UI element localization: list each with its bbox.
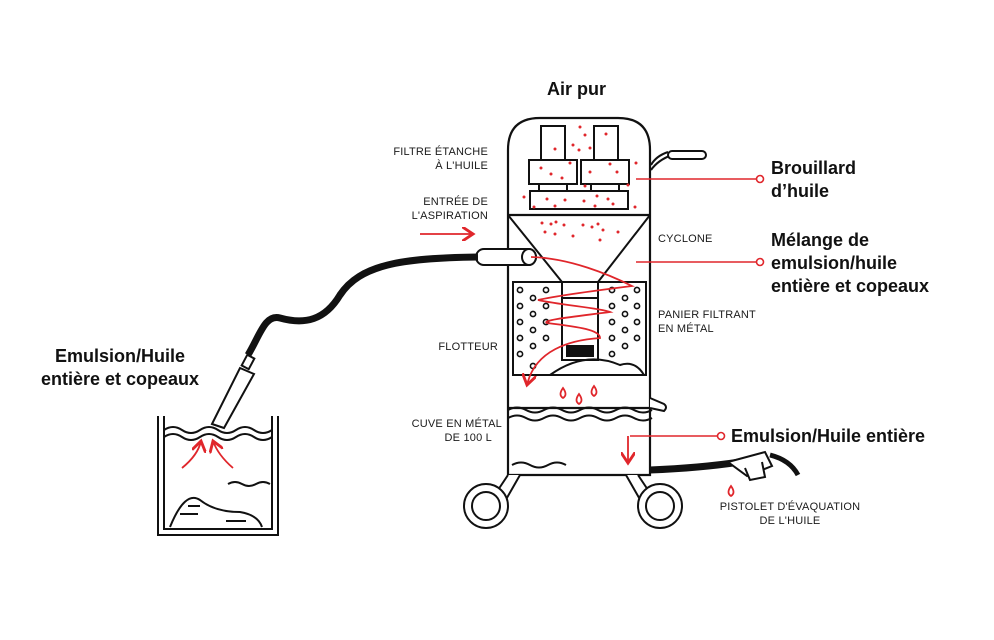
callout-circle-icon	[755, 257, 765, 267]
label-filtre-line1: FILTRE ÉTANCHE	[393, 146, 488, 158]
callout-source-line1: Emulsion/Huile	[54, 346, 186, 366]
callout-source-line2: entière et copeaux	[40, 369, 200, 389]
suction-hose	[244, 253, 479, 357]
callout-emulsion-entiere: Emulsion/Huile entière	[731, 426, 926, 446]
suction-wand	[210, 353, 256, 430]
oil-droplet-icon	[559, 384, 735, 498]
label-filtre-line2: À L'HUILE	[435, 160, 488, 172]
machine-handle	[649, 397, 667, 413]
callout-melange-line1: Mélange de	[771, 230, 870, 250]
oil-discharge-gun	[649, 450, 801, 482]
callout-melange-line2: emulsion/huile	[771, 253, 898, 273]
label-panier-line2: EN MÉTAL	[658, 323, 714, 335]
callout-circle-icon	[755, 174, 765, 184]
power-cable	[650, 150, 707, 171]
label-pistolet-line2: DE L'HUILE	[759, 515, 821, 527]
label-cyclone: CYCLONE	[658, 233, 713, 245]
callout-circle-icon	[716, 431, 726, 441]
label-cuve-line1: CUVE EN MÉTAL	[411, 418, 502, 430]
callout-leaders	[630, 174, 765, 441]
source-bucket	[157, 416, 279, 536]
callout-melange-line3: entière et copeaux	[771, 276, 930, 296]
intake-nozzle	[475, 248, 537, 266]
machine-wheels	[463, 474, 683, 529]
label-pistolet-line1: PISTOLET D'ÉVAQUATION	[719, 501, 861, 513]
air-pur-title: Air pur	[547, 79, 607, 99]
label-cuve-line2: DE 100 L	[444, 432, 492, 444]
label-entree-line1: ENTRÉE DE	[423, 196, 488, 208]
label-entree-line2: L'ASPIRATION	[411, 210, 488, 222]
flow-arrow-icon	[181, 441, 234, 469]
cyclone-flow-path	[527, 256, 636, 385]
label-panier-line1: PANIER FILTRANT	[658, 309, 756, 321]
cyclone-funnel	[507, 214, 651, 283]
oil-mist-particles	[522, 125, 638, 242]
oil-tight-filters	[528, 125, 630, 210]
callout-brouillard-line2: d’huile	[771, 181, 829, 201]
callout-brouillard-line1: Brouillard	[771, 158, 857, 178]
tank-liquid-waves	[507, 406, 653, 469]
label-flotteur: FLOTTEUR	[438, 341, 498, 353]
